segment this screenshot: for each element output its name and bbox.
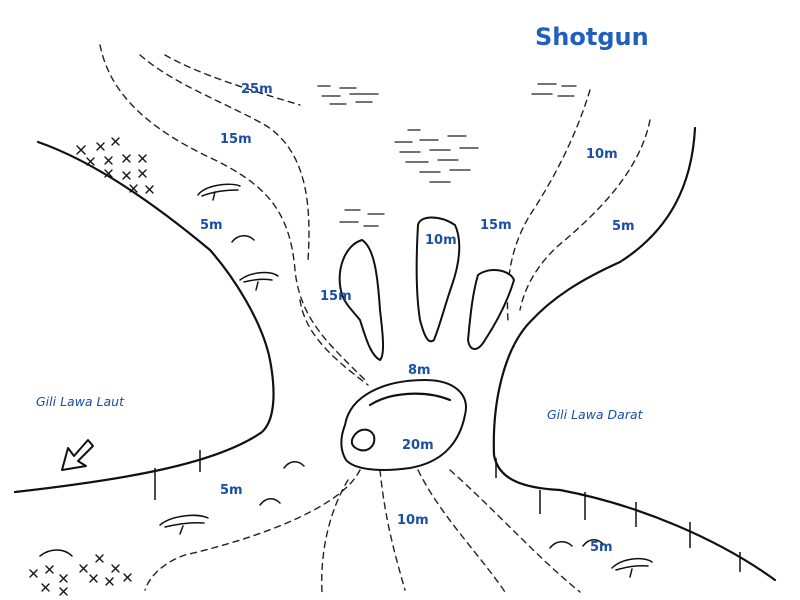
depth-contours <box>99 44 651 593</box>
rock-fingers <box>338 216 515 361</box>
depth-label: 5m <box>220 483 243 498</box>
depth-label: 10m <box>425 233 457 248</box>
depth-label: 15m <box>320 289 352 304</box>
depth-label: 25m <box>241 82 273 97</box>
west-island-coastline <box>13 140 275 494</box>
coral-icon <box>197 183 241 201</box>
surface-hatch-marks <box>317 83 577 227</box>
depth-label: 15m <box>220 132 252 147</box>
east-island-coastline <box>492 126 777 582</box>
depth-label: 5m <box>612 219 635 234</box>
coral-icon <box>611 557 653 578</box>
coral-icon <box>239 271 279 291</box>
depth-label: 10m <box>397 513 429 528</box>
east-shore-ticks <box>495 458 741 572</box>
island-label-west: Gili Lawa Laut <box>36 394 125 409</box>
depth-label: 8m <box>408 363 431 378</box>
pinnacle <box>340 379 467 471</box>
island-label-east: Gili Lawa Darat <box>547 407 644 422</box>
west-shore-ticks <box>154 450 201 500</box>
coral-icon <box>159 514 209 535</box>
swirl-marks <box>39 235 604 557</box>
map-title: Shotgun <box>535 23 649 51</box>
depth-label: 20m <box>402 438 434 453</box>
reef-crosses-upper <box>76 137 154 194</box>
depth-label: 5m <box>200 218 223 233</box>
reef-crosses-lower <box>29 554 132 596</box>
depth-label: 15m <box>480 218 512 233</box>
current-arrow-icon <box>61 439 94 471</box>
depth-label: 5m <box>590 540 613 555</box>
depth-label: 10m <box>586 147 618 162</box>
